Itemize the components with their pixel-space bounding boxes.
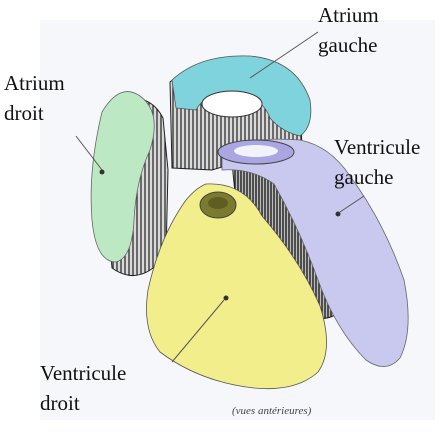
label-ventricule-gauche-line1: Ventricule [334,135,421,159]
view-caption: (vues antérieures) [232,405,312,417]
leader-atrium-gauche [249,31,319,79]
leader-ventricule-gauche [339,195,365,213]
label-atrium-droit: Atrium droit [4,68,65,128]
label-ventricule-droit: Ventricule droit [40,358,126,418]
ventricule-droit [146,183,327,389]
dot-ventricule-gauche [335,211,341,217]
dot-atrium-droit [99,169,105,175]
label-atrium-droit-line1: Atrium [4,71,65,95]
label-ventricule-droit-line1: Ventricule [40,361,127,385]
leader-atrium-droit [75,135,103,171]
leader-ventricule-droit [171,299,225,363]
dot-ventricule-droit [223,295,229,301]
label-atrium-gauche-line2: gauche [318,33,378,57]
label-ventricule-gauche: Ventricule gauche [334,132,420,192]
atrium-gauche-opening [201,90,263,118]
label-atrium-gauche: Atrium gauche [318,0,379,60]
label-ventricule-droit-line2: droit [40,391,80,415]
label-atrium-droit-line2: droit [4,101,44,125]
atrium-droit [90,91,155,263]
label-ventricule-gauche-line2: gauche [334,165,394,189]
ventricule-gauche [221,138,409,367]
label-atrium-gauche-line1: Atrium [318,3,379,27]
